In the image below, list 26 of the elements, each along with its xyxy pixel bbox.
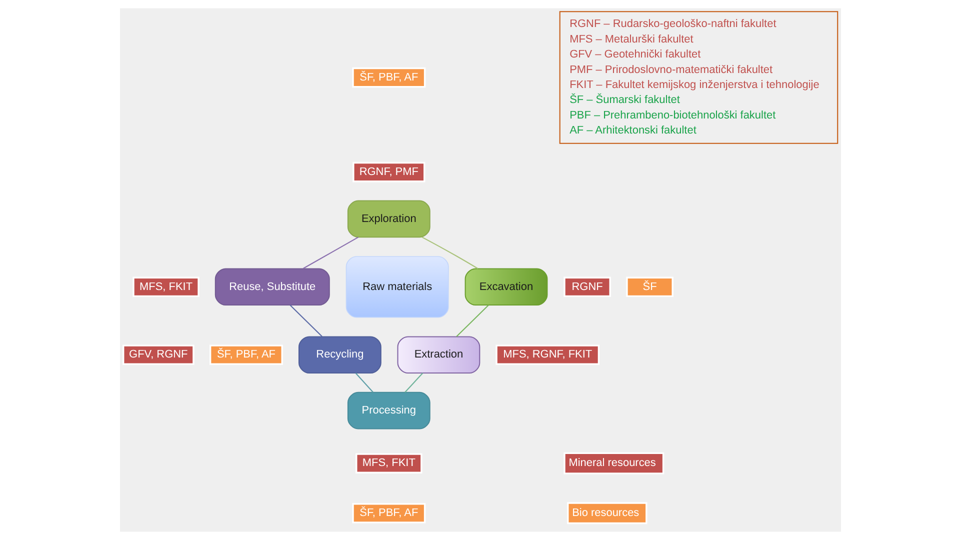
node-box: Exploration — [346, 200, 430, 238]
node-box: ŠF, PBF, AF — [352, 503, 426, 524]
node-box: Excavation — [464, 268, 548, 306]
connector — [289, 304, 322, 337]
node-box: RGNF — [563, 276, 610, 298]
node-box: GFV, RGNF — [122, 344, 194, 365]
node-box: RGNF – Rudarsko-geološko-naftni fakultet MFS – Metalurški fakultet GFV – Geotehnički fakultet PMF – Prirodoslovno-matematički fakultet FKIT – Fakultet kemijskog inženjerstva i tehnologije ŠF – Šumarski fakultet PBF – Prehrambeno-biotehnološki fakultet AF – Arhitektonski fakultet — [558, 11, 838, 144]
connector — [421, 236, 478, 270]
connector — [404, 372, 423, 393]
node-box: Raw materials — [345, 256, 448, 318]
connector — [354, 372, 374, 393]
node-box: MFS, FKIT — [132, 276, 199, 298]
node-box: MFS, RGNF, FKIT — [495, 344, 600, 365]
legend-label: Mineral resources — [568, 457, 656, 470]
node-box: RGNF, PMF — [352, 162, 425, 182]
node-box: Processing — [346, 392, 430, 430]
connector — [456, 304, 488, 337]
node-box: ŠF, PBF, AF — [209, 344, 282, 365]
node-box: MFS, FKIT — [355, 453, 422, 474]
node-box: Reuse, Substitute — [214, 268, 330, 306]
node-box: Extraction — [396, 336, 480, 374]
legend-label: Bio resources — [572, 507, 639, 520]
node-box: ŠF — [626, 276, 673, 298]
node-box: Recycling — [298, 336, 381, 374]
node-box: ŠF, PBF, AF — [352, 67, 426, 88]
connector — [302, 236, 358, 269]
